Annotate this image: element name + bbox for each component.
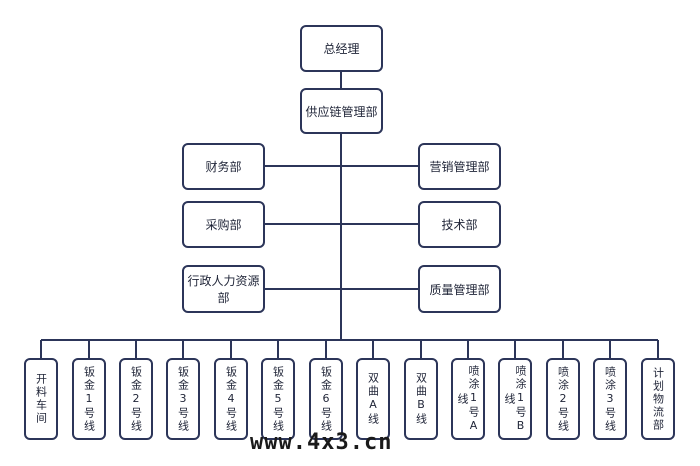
node-workshop: 钣金1号线 xyxy=(72,358,106,440)
node-workshop: 钣金3号线 xyxy=(166,358,200,440)
node-quality-dept: 质量管理部 xyxy=(418,265,501,313)
node-label: 双曲A线 xyxy=(366,372,380,426)
node-general-manager: 总经理 xyxy=(300,25,383,72)
node-workshop: 钣金6号线 xyxy=(309,358,343,440)
node-label: 行政人力资源部 xyxy=(187,274,260,305)
node-workshop: 双曲B线 xyxy=(404,358,438,440)
node-label: 计划物流部 xyxy=(651,366,665,432)
node-label: 总经理 xyxy=(323,42,360,56)
node-workshop: 计划物流部 xyxy=(641,358,675,440)
node-marketing-dept: 营销管理部 xyxy=(418,143,501,190)
node-label: 营销管理部 xyxy=(429,160,490,174)
node-label: 喷涂1号A线 xyxy=(456,364,480,434)
node-workshop: 开料车间 xyxy=(24,358,58,440)
node-label: 喷涂3号线 xyxy=(603,365,617,433)
node-label: 钣金4号线 xyxy=(224,365,238,433)
node-supply-chain-dept: 供应链管理部 xyxy=(300,88,383,134)
node-label: 钣金3号线 xyxy=(176,365,190,433)
node-label: 钣金2号线 xyxy=(129,365,143,433)
node-technical-dept: 技术部 xyxy=(418,201,501,248)
node-label: 钣金6号线 xyxy=(319,365,333,433)
node-label: 双曲B线 xyxy=(414,372,428,426)
node-purchasing-dept: 采购部 xyxy=(182,201,265,248)
node-label: 采购部 xyxy=(205,218,242,232)
node-workshop: 喷涂1号B线 xyxy=(498,358,532,440)
node-label: 技术部 xyxy=(441,218,478,232)
node-workshop: 喷涂2号线 xyxy=(546,358,580,440)
node-workshop: 钣金4号线 xyxy=(214,358,248,440)
node-label: 财务部 xyxy=(205,160,242,174)
node-admin-hr-dept: 行政人力资源部 xyxy=(182,265,265,313)
watermark-text: www.4x3.cn xyxy=(250,430,393,455)
node-label: 喷涂2号线 xyxy=(556,365,570,433)
node-finance-dept: 财务部 xyxy=(182,143,265,190)
node-label: 质量管理部 xyxy=(429,282,490,297)
node-workshop: 喷涂3号线 xyxy=(593,358,627,440)
node-workshop: 双曲A线 xyxy=(356,358,390,440)
node-label: 供应链管理部 xyxy=(305,104,378,119)
node-workshop: 钣金5号线 xyxy=(261,358,295,440)
node-label: 喷涂1号B线 xyxy=(503,364,527,434)
node-workshop: 钣金2号线 xyxy=(119,358,153,440)
node-label: 钣金1号线 xyxy=(82,365,96,433)
node-label: 钣金5号线 xyxy=(271,365,285,433)
node-workshop: 喷涂1号A线 xyxy=(451,358,485,440)
node-label: 开料车间 xyxy=(34,373,48,425)
